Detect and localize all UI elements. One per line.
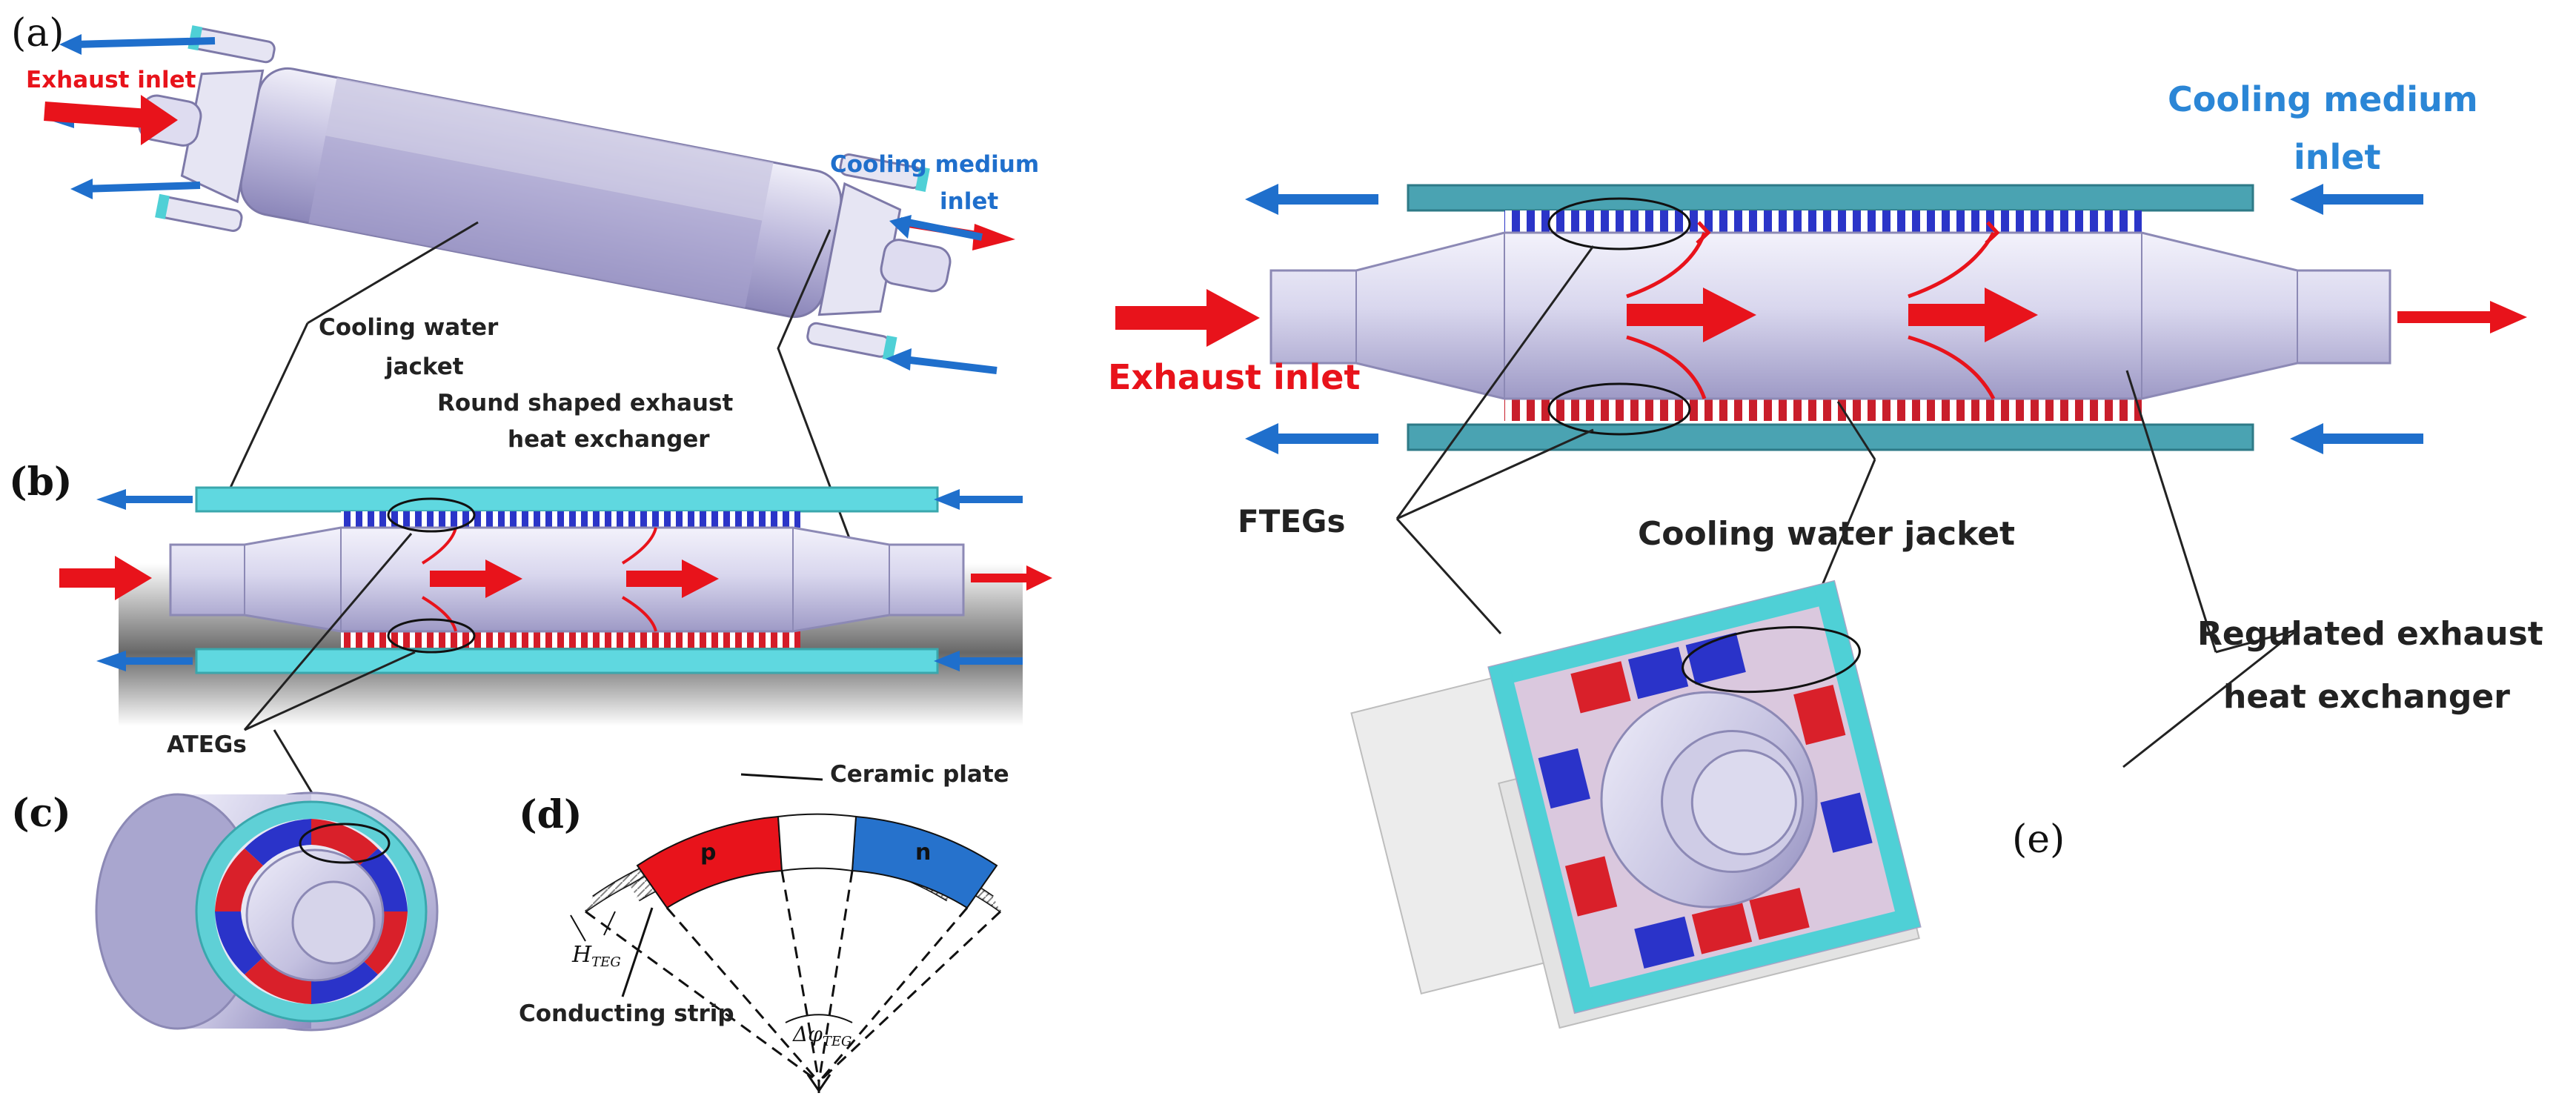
cooling-jacket-bottom-e — [1407, 423, 2254, 451]
heat-exchanger-e — [1269, 231, 2391, 400]
panel-b — [59, 486, 1052, 842]
exhaust-inlet-label-a: Exhaust inlet — [26, 67, 196, 93]
panel-label-b: (b) — [9, 459, 73, 505]
panel-label-e: (e) — [2012, 817, 2065, 862]
exhaust-inlet-label-e: Exhaust inlet — [1108, 357, 1361, 397]
regulated-exchanger-label-line1: Regulated exhaust — [2197, 615, 2543, 653]
heat-exchanger-b — [169, 526, 965, 633]
cooling-jacket-bottom-b — [195, 648, 939, 674]
cooling-water-label-b-line1: Cooling water — [319, 314, 499, 341]
round-exchanger-label-line2: heat exchanger — [508, 426, 710, 453]
exhaust-inlet-arrow-e — [1206, 289, 1260, 347]
panel-a — [44, 25, 1015, 586]
radial-modules — [215, 819, 408, 1004]
ftegs-label: FTEGs — [1238, 503, 1346, 539]
round-exchanger-label-line1: Round shaped exhaust — [437, 390, 733, 416]
cooling-medium-label-a: Cooling medium — [830, 151, 1039, 178]
n-label: n — [915, 840, 931, 866]
exhaust-inlet-arrow-a — [141, 95, 178, 145]
panel-e — [1115, 184, 2527, 1029]
p-label: p — [700, 840, 716, 866]
inlet-label-a: inlet — [940, 188, 998, 215]
panel-c — [95, 791, 439, 1032]
cooling-water-label-b-line2: jacket — [384, 353, 464, 380]
inlet-label-e: inlet — [2294, 137, 2380, 177]
panel-label-d: (d) — [519, 792, 582, 837]
ceramic-plate-label: Ceramic plate — [830, 761, 1009, 788]
regulated-exchanger-label-line2: heat exchanger — [2223, 678, 2510, 716]
text-labels: (a) (b) (c) (d) (e) Exhaust inlet Coolin… — [9, 11, 2543, 1049]
n-leg — [851, 815, 998, 909]
cooling-jacket-top-e — [1407, 184, 2254, 212]
cross-section-e — [1350, 579, 1922, 1029]
cooling-medium-label-e: Cooling medium — [2168, 79, 2478, 119]
cooling-water-jacket-label-e: Cooling water jacket — [1638, 515, 2015, 553]
delta-phi-teg-symbol: ΔφTEG — [792, 1022, 852, 1049]
h-teg-symbol: HTEG — [571, 942, 621, 970]
panel-label-c: (c) — [11, 791, 71, 836]
ategs-label: ATEGs — [167, 731, 247, 758]
panel-label-a: (a) — [11, 11, 64, 56]
conducting-strip-label: Conducting strip — [519, 1000, 734, 1027]
panel-d — [570, 773, 1002, 1093]
cooling-jacket-top-b — [195, 486, 939, 513]
